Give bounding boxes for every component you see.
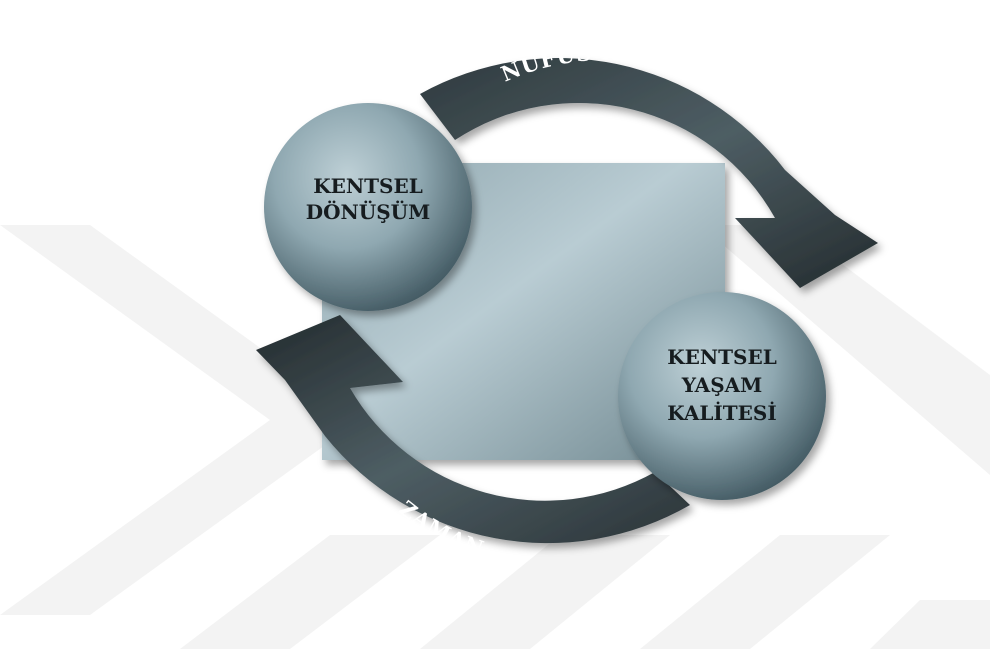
bottom-cycle-arrow bbox=[256, 315, 690, 544]
node-line-2: YAŞAM bbox=[681, 373, 763, 397]
watermark-chevrons bbox=[0, 225, 990, 649]
node-kentsel-donusum: KENTSEL DÖNÜŞÜM bbox=[264, 103, 472, 311]
node-line-1: KENTSEL bbox=[667, 345, 777, 369]
node-line-3: KALİTESİ bbox=[667, 401, 776, 425]
node-circle bbox=[264, 103, 472, 311]
node-line-2: DÖNÜŞÜM bbox=[306, 199, 431, 224]
top-cycle-arrow bbox=[420, 58, 878, 288]
node-line-1: KENTSEL bbox=[313, 174, 423, 198]
node-kentsel-yasam-kalitesi: KENTSEL YAŞAM KALİTESİ bbox=[618, 292, 826, 500]
node-circle bbox=[618, 292, 826, 500]
